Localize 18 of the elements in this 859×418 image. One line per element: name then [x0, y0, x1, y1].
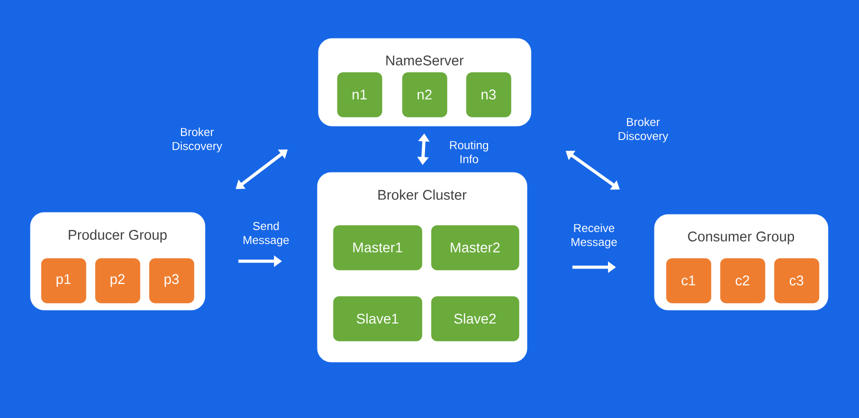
item-box: n2	[402, 72, 448, 118]
item-box: n3	[466, 72, 512, 118]
edge-label: Routing Info	[450, 140, 488, 164]
item-box: Slave1	[333, 296, 422, 342]
item-box: c3	[774, 258, 820, 304]
edge-label: Broker Discovery	[172, 128, 222, 152]
edge-label: Send Message	[244, 222, 289, 246]
item-box: Slave2	[431, 296, 520, 342]
edge-label: Broker Discovery	[618, 118, 668, 142]
item-box: p2	[95, 258, 140, 304]
item-box: Master2	[431, 225, 520, 270]
item-box: c1	[666, 258, 712, 304]
item-box: n1	[337, 72, 382, 118]
item-box: p1	[41, 258, 86, 304]
item-box: c2	[720, 258, 766, 304]
edge-label: Receive Message	[572, 224, 617, 248]
item-box: Master1	[333, 225, 422, 270]
item-box: p3	[149, 258, 194, 304]
